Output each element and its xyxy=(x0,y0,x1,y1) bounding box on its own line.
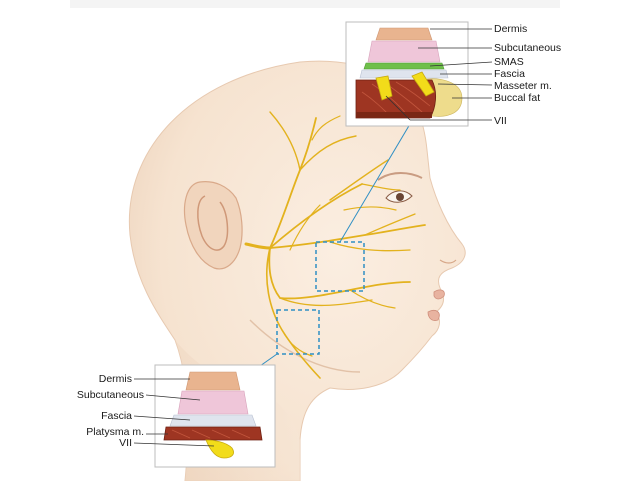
bottom-leader-lines xyxy=(133,378,215,447)
bottom-label-vii: VII xyxy=(119,437,132,449)
top-dermis-layer xyxy=(375,27,433,41)
top-label-buccal-fat: Buccal fat xyxy=(494,92,540,104)
nerve-temporal-branch xyxy=(299,135,357,171)
nerve-zygomatic-branch xyxy=(329,159,389,201)
top-muscle-fibers xyxy=(361,81,431,117)
top-label-fascia: Fascia xyxy=(494,68,525,80)
eyebrow xyxy=(377,172,423,181)
nerve-buccal-branch xyxy=(289,204,321,251)
eye-iris xyxy=(396,193,404,201)
lower-callout-line xyxy=(259,353,278,367)
bottom-dermis-layer xyxy=(185,371,241,391)
top-label-masseter: Masseter m. xyxy=(494,80,552,92)
top-label-dermis: Dermis xyxy=(494,23,527,35)
top-strip xyxy=(70,0,560,8)
nerve-temporal-branch xyxy=(269,111,301,171)
ear-inner xyxy=(197,195,229,251)
top-label-vii: VII xyxy=(494,115,507,127)
top-muscle-base xyxy=(356,112,432,118)
bottom-subcutaneous-layer xyxy=(177,390,249,415)
nerve-marginal-mandibular-branch xyxy=(268,247,411,300)
nostril xyxy=(439,259,457,264)
nerve-trunk xyxy=(244,242,272,250)
nerve-temporal-branch xyxy=(311,115,341,141)
top-subcutaneous-layer xyxy=(367,40,441,63)
top-label-subcutaneous: Subcutaneous xyxy=(494,42,561,54)
bottom-nerve-vii xyxy=(205,439,234,459)
nerve-zygomatic-branch xyxy=(361,183,401,191)
lips xyxy=(427,289,445,321)
lower-callout-box xyxy=(276,309,320,355)
top-inset: Dermis Subcutaneous SMAS Fascia Masseter… xyxy=(345,21,561,127)
nerve-buccal-branch xyxy=(329,241,411,252)
nerve-marginal-mandibular-branch xyxy=(349,289,396,309)
bottom-label-fascia: Fascia xyxy=(101,410,132,422)
bottom-muscle-fibers xyxy=(171,429,251,439)
top-label-smas: SMAS xyxy=(494,56,524,68)
top-smas-layer xyxy=(363,62,445,70)
top-nerve-vii xyxy=(375,71,435,101)
nerve-cervical-branch xyxy=(281,329,313,357)
bottom-label-dermis: Dermis xyxy=(99,373,132,385)
bottom-label-subcutaneous: Subcutaneous xyxy=(77,389,144,401)
top-leader-lines xyxy=(385,28,493,121)
nerve-zygomatic-branch xyxy=(269,183,363,249)
facial-nerve-branches xyxy=(244,111,426,379)
upper-callout-line xyxy=(339,123,411,243)
top-fascia-layer xyxy=(359,69,449,79)
nerve-marginal-mandibular-branch xyxy=(279,297,373,307)
bottom-label-platysma: Platysma m. xyxy=(86,426,144,438)
nerve-zygomatic-branch xyxy=(343,206,397,211)
bottom-platysma-muscle xyxy=(163,426,263,441)
bottom-fascia-layer xyxy=(169,414,257,427)
bottom-inset: Dermis Subcutaneous Fascia Platysma m. V… xyxy=(77,364,276,468)
nerve-buccal-branch xyxy=(364,213,416,236)
